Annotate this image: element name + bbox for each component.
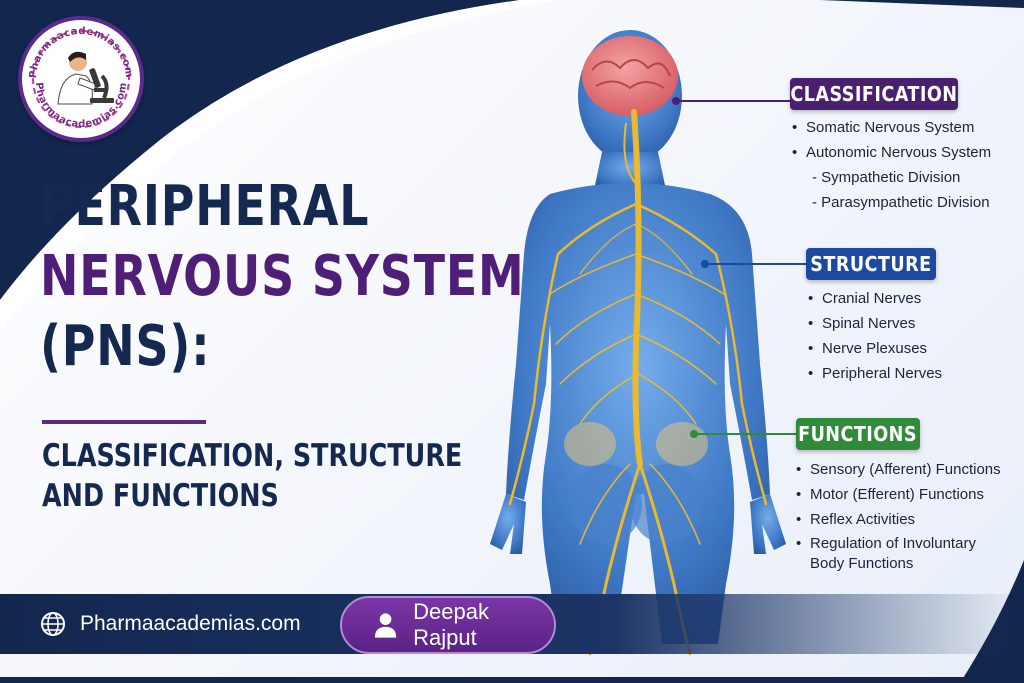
list-item: •Nerve Plexuses bbox=[808, 340, 928, 357]
title-line-1: PERIPHERAL bbox=[40, 174, 370, 239]
list-item: •Cranial Nerves bbox=[808, 290, 922, 307]
structure-connector bbox=[707, 263, 806, 265]
title-line-3: (PNS): bbox=[40, 314, 211, 379]
author-badge: Deepak Rajput bbox=[340, 596, 556, 654]
classification-pointer-dot bbox=[672, 97, 680, 105]
globe-icon bbox=[41, 612, 65, 636]
list-item: •Sensory (Afferent) Functions bbox=[796, 461, 1001, 478]
functions-pointer-dot bbox=[690, 430, 698, 438]
classification-label: CLASSIFICATION bbox=[790, 78, 958, 110]
list-item: - Sympathetic Division bbox=[812, 169, 961, 186]
classification-list: •Somatic Nervous System •Autonomic Nervo… bbox=[792, 115, 991, 215]
classification-connector bbox=[678, 100, 790, 102]
list-item: •Regulation of Involuntary bbox=[796, 535, 976, 552]
logo-ring bbox=[32, 30, 130, 128]
brain bbox=[582, 36, 678, 116]
brand-logo: Pharmaacademias.com Pharmaacademias.com bbox=[18, 16, 144, 142]
footer-website-link[interactable]: Pharmaacademias.com bbox=[40, 604, 301, 644]
scientist-microscope-icon: Pharmaacademias.com Pharmaacademias.com bbox=[28, 26, 134, 130]
functions-connector bbox=[696, 433, 796, 435]
bottom-frame bbox=[0, 677, 1024, 683]
pelvis-left bbox=[564, 422, 616, 466]
list-item: •Peripheral Nerves bbox=[808, 365, 943, 382]
footer-website-text: Pharmaacademias.com bbox=[80, 612, 301, 635]
user-icon bbox=[374, 613, 397, 638]
subtitle-line-2: AND FUNCTIONS bbox=[42, 478, 279, 514]
structure-pointer-dot bbox=[701, 260, 709, 268]
structure-label: STRUCTURE bbox=[806, 248, 936, 280]
list-item: •Reflex Activities bbox=[796, 511, 916, 528]
list-item: •Motor (Efferent) Functions bbox=[796, 486, 984, 503]
list-item: •Autonomic Nervous System bbox=[792, 144, 992, 161]
list-item: - Parasympathetic Division bbox=[812, 194, 990, 211]
title-line-2: NERVOUS SYSTEM bbox=[40, 244, 525, 309]
human-nervous-system-illustration bbox=[490, 30, 786, 656]
pelvis-right bbox=[656, 422, 708, 466]
list-item: •Spinal Nerves bbox=[808, 315, 916, 332]
structure-list: •Cranial Nerves •Spinal Nerves •Nerve Pl… bbox=[808, 286, 942, 386]
functions-label: FUNCTIONS bbox=[796, 418, 920, 450]
subtitle-line-1: CLASSIFICATION, STRUCTURE bbox=[42, 438, 463, 474]
functions-list: •Sensory (Afferent) Functions •Motor (Ef… bbox=[796, 457, 1001, 574]
author-name: Deepak Rajput bbox=[413, 599, 489, 650]
list-item: Body Functions bbox=[810, 555, 914, 572]
title-divider bbox=[42, 420, 206, 424]
list-item: •Somatic Nervous System bbox=[792, 119, 975, 136]
